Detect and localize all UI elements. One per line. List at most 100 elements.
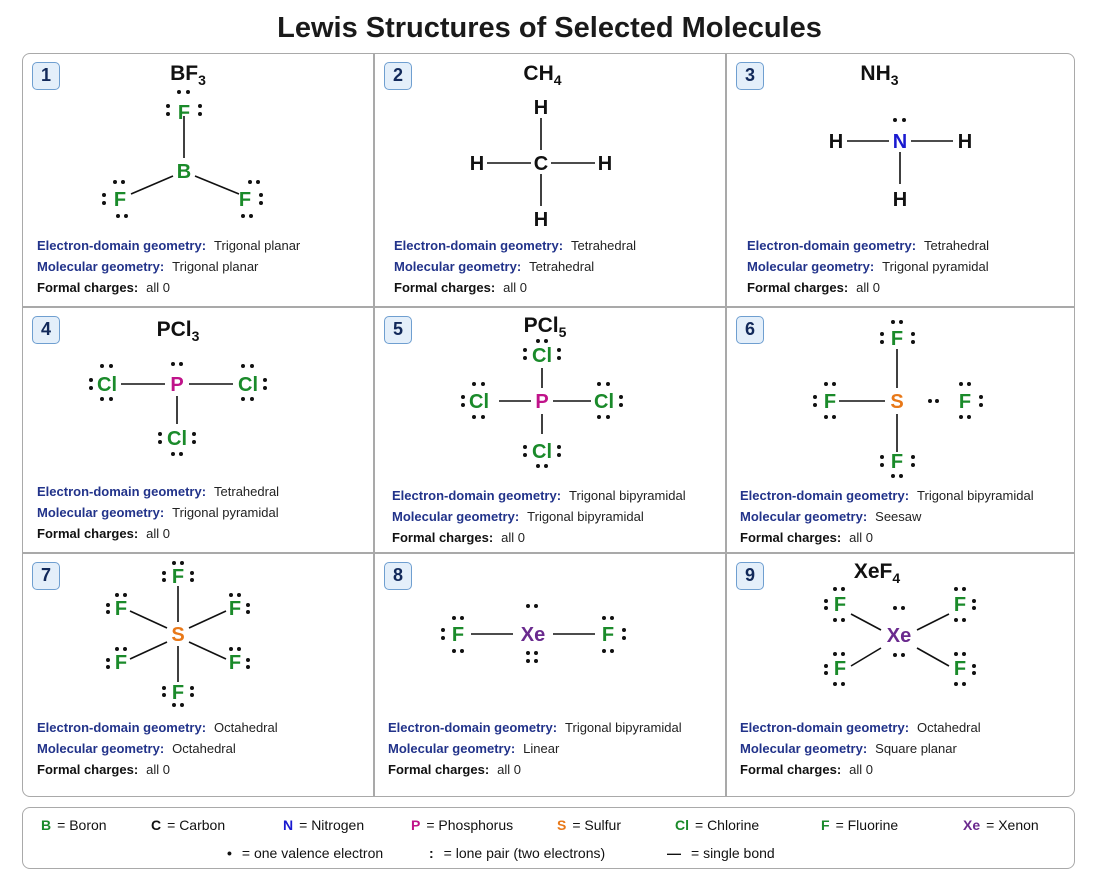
atom-F: F [172,566,184,588]
legend-item-xenon: Xe= Xenon [963,817,1039,833]
legend-lone-pair: := lone pair (two electrons) [429,845,606,861]
legend-item-boron: B= Boron [41,817,107,833]
atom-F: F [824,391,836,413]
grid-divider [725,54,727,796]
card-number: 3 [736,62,764,90]
atom-Cl: Cl [238,374,258,396]
atom-H: H [534,97,548,119]
atom-Xe: Xe [887,625,911,647]
molecule-info: Electron-domain geometry:Tetrahedral Mol… [37,484,280,541]
atom-F: F [954,658,966,680]
atom-Cl: Cl [532,441,552,463]
atom-P: P [535,391,548,413]
legend-item-sulfur: S= Sulfur [557,817,621,833]
atom-F: F [834,594,846,616]
molecule-info: Electron-domain geometry:Tetrahedral Mol… [394,238,637,295]
molecule-card-pcl3: 4 PCl3 P Cl Cl Cl [23,308,373,552]
legend-item-carbon: C= Carbon [151,817,226,833]
molecule-info: Electron-domain geometry:Octahedral Mole… [37,720,278,777]
atom-F: F [178,102,190,124]
lewis-structure-bf3: B F F F [102,90,263,218]
atom-S: S [890,391,903,413]
legend-valence-electron: •= one valence electron [227,845,384,861]
lewis-structure-pcl5: P Cl Cl Cl Cl [461,339,623,468]
card-number: 7 [32,562,60,590]
legend-item-nitrogen: N= Nitrogen [283,817,365,833]
molecule-card-xef4: 9 XeF4 Xe F F F F [727,554,1074,796]
molecule-formula: BF3 [170,62,206,89]
card-number: 5 [384,316,412,344]
molecule-formula: PCl5 [523,314,567,341]
card-number: 4 [32,316,60,344]
molecule-card-7: 7 S F F F F F F [23,554,373,796]
atom-Cl: Cl [97,374,117,396]
atom-H: H [829,131,843,153]
atom-F: F [115,598,127,620]
atom-F: F [172,682,184,704]
lewis-structure-sf6: S F F F F F F [106,561,250,707]
atom-Cl: Cl [469,391,489,413]
card-number: 6 [736,316,764,344]
legend-item-fluorine: F= Fluorine [821,817,899,833]
atom-F: F [239,189,251,211]
atom-N: N [893,131,907,153]
atom-S: S [171,624,184,646]
lewis-structure-sf4: S F F F F [813,320,983,478]
molecule-card-6: 6 S F F F F [727,308,1074,552]
molecule-formula: CH4 [523,62,562,89]
molecule-formula: NH3 [860,62,899,89]
atom-F: F [834,658,846,680]
atom-F: F [452,624,464,646]
lewis-structure-nh3: N H H H [829,118,972,211]
atom-F: F [114,189,126,211]
card-number: 9 [736,562,764,590]
atom-H: H [893,189,907,211]
atom-F: F [115,652,127,674]
molecule-card-nh3: 3 NH3 N H H H Electron-domain geometry:T… [727,54,1074,306]
atom-F: F [891,451,903,473]
atom-F: F [602,624,614,646]
atom-F: F [959,391,971,413]
atom-F: F [229,652,241,674]
page-title: Lewis Structures of Selected Molecules [277,12,822,44]
card-number: 1 [32,62,60,90]
atom-Cl: Cl [594,391,614,413]
atom-Cl: Cl [532,345,552,367]
atom-C: C [534,153,548,175]
lewis-structure-ch4: C H H H H [470,97,612,231]
molecule-formula: PCl3 [156,318,200,345]
legend-item-chlorine: Cl= Chlorine [675,817,760,833]
molecule-info: Electron-domain geometry:Trigonal bipyra… [740,488,1034,545]
card-number: 8 [384,562,412,590]
molecule-info: Electron-domain geometry:Tetrahedral Mol… [747,238,990,295]
molecule-card-8: 8 Xe F F Elect [375,554,725,796]
molecule-card-pcl5: 5 PCl5 P Cl Cl Cl Cl [375,308,725,552]
molecule-formula: XeF4 [853,560,901,587]
atom-B: B [177,161,191,183]
molecule-card-bf3: 1 BF3 B F F F [23,54,373,306]
molecule-card-ch4: 2 CH4 C H H H H Electron-domain geometry… [375,54,725,306]
legend: B= Boron C= Carbon N= Nitrogen P= Phosph… [22,807,1075,869]
atom-F: F [229,598,241,620]
molecule-info: Electron-domain geometry:Trigonal planar… [37,238,301,295]
atom-F: F [891,328,903,350]
grid-divider [23,306,1074,308]
atom-Cl: Cl [167,428,187,450]
lewis-structure-xef2: Xe F F [441,604,626,663]
molecule-grid: 1 BF3 B F F F [22,53,1075,797]
atom-H: H [470,153,484,175]
atom-H: H [534,209,548,231]
legend-item-phosphorus: P= Phosphorus [411,817,514,833]
molecule-info: Electron-domain geometry:Trigonal bipyra… [392,488,686,545]
atom-Xe: Xe [521,624,545,646]
lewis-structure-pcl3: P Cl Cl Cl [89,362,267,456]
card-number: 2 [384,62,412,90]
atom-F: F [954,594,966,616]
molecule-info: Electron-domain geometry:Octahedral Mole… [740,720,981,777]
grid-divider [23,552,1074,554]
lewis-structure-xef4: Xe F F F F [824,587,976,686]
atom-H: H [958,131,972,153]
atom-P: P [170,374,183,396]
molecule-info: Electron-domain geometry:Trigonal bipyra… [388,720,682,777]
grid-divider [373,54,375,796]
